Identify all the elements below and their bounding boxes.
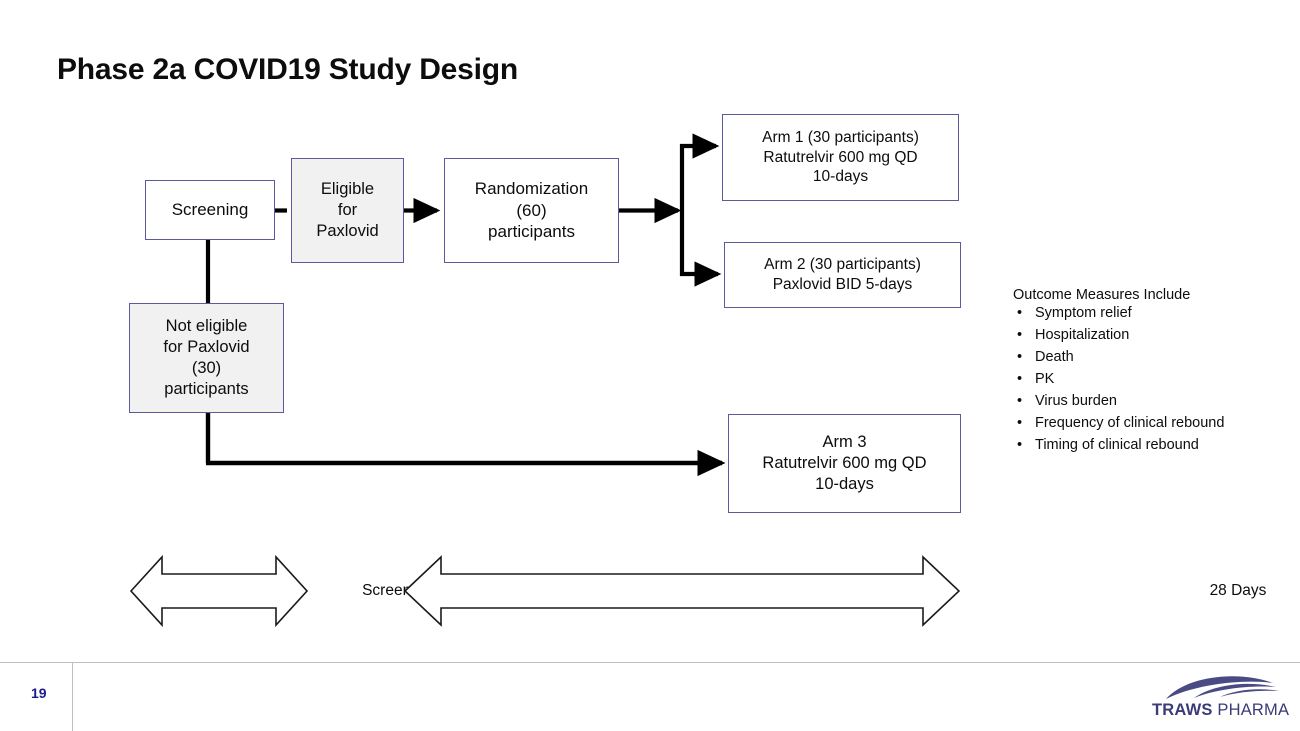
flow-node-not-eligible-line-4: participants [164, 379, 249, 398]
flow-node-arm-2[interactable]: Arm 2 (30 participants) Paxlovid BID 5-d… [724, 242, 961, 308]
list-item: • Timing of clinical rebound [1013, 436, 1291, 453]
flow-node-randomization-line-2: (60) [516, 200, 547, 220]
bullet-icon: • [1017, 326, 1023, 343]
logo-name-primary: TRAWS [1152, 701, 1213, 719]
flow-node-not-eligible-line-2: for Paxlovid [163, 338, 250, 357]
flow-node-arm-1-line-3: 10-days [812, 168, 869, 186]
double-arrow-icon [403, 555, 961, 627]
flow-node-eligible-line-3: Paxlovid [316, 221, 379, 240]
bullet-icon: • [1017, 392, 1023, 409]
list-item-label: Symptom relief [1035, 304, 1132, 321]
flow-node-arm-3-line-2: Ratutrelvir 600 mg QD [762, 454, 927, 473]
timeline-arrow-study-duration: 28 Days [403, 552, 1266, 630]
list-item-label: Virus burden [1035, 392, 1117, 409]
footer-divider-vertical [72, 663, 73, 731]
footer-divider-horizontal [0, 662, 1300, 663]
flow-node-eligible-for-paxlovid[interactable]: Eligible for Paxlovid [291, 158, 404, 263]
bullet-icon: • [1017, 304, 1023, 321]
flow-node-randomization[interactable]: Randomization (60) participants [444, 158, 619, 263]
list-item-label: Timing of clinical rebound [1035, 436, 1199, 453]
flow-node-randomization-line-3: participants [488, 222, 575, 242]
list-item: • Frequency of clinical rebound [1013, 414, 1291, 431]
double-arrow-icon [129, 554, 309, 628]
bullet-icon: • [1017, 414, 1023, 431]
traws-pharma-logo: TRAWS PHARMA [1152, 672, 1289, 722]
list-item: • Virus burden [1013, 392, 1291, 409]
list-item-label: Frequency of clinical rebound [1035, 414, 1225, 431]
flow-node-arm-2-line-1: Arm 2 (30 participants) [764, 256, 921, 274]
flow-node-screening-label: Screening [171, 200, 249, 220]
flow-node-arm-2-line-2: Paxlovid BID 5-days [772, 276, 913, 293]
list-item-label: Hospitalization [1035, 326, 1130, 343]
logo-wordmark: TRAWS PHARMA [1152, 701, 1289, 720]
flow-node-not-eligible-line-3: (30) [191, 359, 222, 377]
logo-swoosh-icon [1166, 676, 1279, 699]
logo-name-secondary: PHARMA [1212, 701, 1290, 719]
flow-node-arm-3-line-1: Arm 3 [822, 433, 867, 452]
list-item: • PK [1013, 370, 1291, 387]
flow-node-not-eligible-line-1: Not eligible [165, 317, 248, 336]
bullet-icon: • [1017, 348, 1023, 365]
list-item-label: PK [1035, 370, 1055, 387]
bullet-icon: • [1017, 436, 1023, 453]
timeline-arrow-study-duration-label: 28 Days [1209, 582, 1267, 599]
flow-node-arm-1-line-2: Ratutrelvir 600 mg QD [763, 148, 918, 166]
flow-node-screening[interactable]: Screening [145, 180, 275, 240]
flow-node-eligible-line-2: for [337, 201, 358, 220]
flow-node-randomization-line-1: Randomization [474, 179, 589, 199]
flow-node-not-eligible-for-paxlovid[interactable]: Not eligible for Paxlovid (30) participa… [129, 303, 284, 413]
outcome-measures-list: • Symptom relief • Hospitalization • Dea… [1013, 304, 1291, 453]
page-title: Phase 2a COVID19 Study Design [57, 53, 519, 86]
flow-node-arm-1-line-1: Arm 1 (30 participants) [762, 128, 919, 146]
outcome-measures-block: Outcome Measures Include • Symptom relie… [1013, 288, 1291, 460]
list-item: • Death [1013, 348, 1291, 365]
bullet-icon: • [1017, 370, 1023, 387]
outcome-measures-heading: Outcome Measures Include [1013, 287, 1191, 303]
flow-node-arm-1[interactable]: Arm 1 (30 participants) Ratutrelvir 600 … [722, 114, 959, 201]
page-number: 19 [31, 685, 47, 701]
flow-node-arm-3[interactable]: Arm 3 Ratutrelvir 600 mg QD 10-days [728, 414, 961, 513]
list-item: • Symptom relief [1013, 304, 1291, 321]
flow-node-eligible-line-1: Eligible [320, 180, 375, 199]
list-item: • Hospitalization [1013, 326, 1291, 343]
flow-node-arm-3-line-3: 10-days [815, 474, 874, 493]
list-item-label: Death [1035, 348, 1074, 365]
timeline-arrow-screening: Screening [129, 552, 432, 630]
